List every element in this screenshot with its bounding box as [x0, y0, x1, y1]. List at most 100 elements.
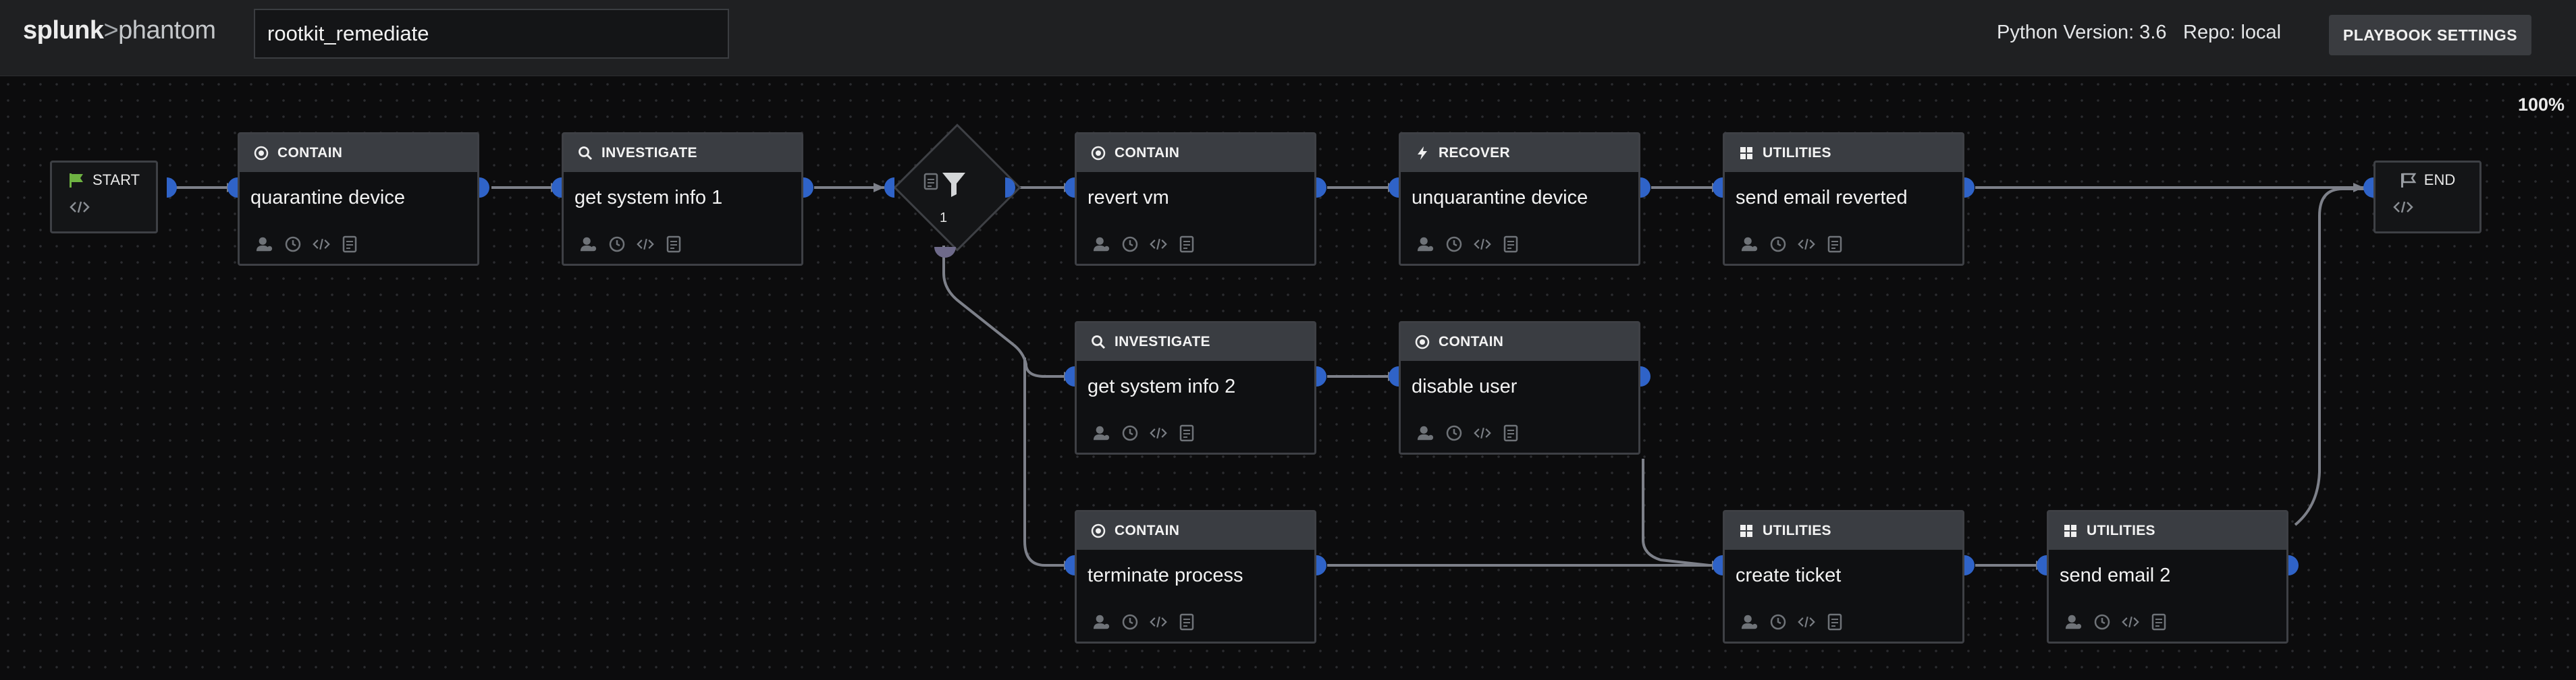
code-icon[interactable]	[1798, 235, 1815, 253]
end-input-port[interactable]	[2363, 177, 2373, 198]
output-port[interactable]	[1640, 177, 1651, 198]
code-icon[interactable]	[1474, 235, 1491, 253]
user-icon[interactable]	[1093, 235, 1110, 253]
user-icon[interactable]	[1417, 235, 1434, 253]
block-title: create ticket	[1736, 565, 1842, 586]
block-toolbar	[1741, 613, 1844, 631]
user-icon[interactable]	[580, 235, 597, 253]
clock-icon[interactable]	[1445, 235, 1463, 253]
start-block[interactable]: START	[50, 161, 158, 233]
document-icon[interactable]	[2150, 613, 2168, 631]
user-icon[interactable]	[2065, 613, 2083, 631]
block-category: UTILITIES	[2087, 523, 2155, 538]
code-icon[interactable]	[2393, 201, 2413, 217]
clock-icon[interactable]	[1121, 424, 1139, 442]
document-icon[interactable]	[665, 235, 682, 253]
block-header: UTILITIES	[1725, 134, 1962, 172]
input-port[interactable]	[1713, 177, 1723, 198]
block-category: INVESTIGATE	[601, 145, 697, 161]
code-icon[interactable]	[1150, 235, 1167, 253]
user-icon[interactable]	[1417, 424, 1434, 442]
input-port[interactable]	[1065, 366, 1075, 387]
clock-icon[interactable]	[1769, 235, 1787, 253]
user-icon[interactable]	[1093, 613, 1110, 631]
input-port[interactable]	[2037, 555, 2047, 575]
user-icon[interactable]	[1741, 235, 1759, 253]
clock-icon[interactable]	[1769, 613, 1787, 631]
clock-icon[interactable]	[1121, 235, 1139, 253]
output-port[interactable]	[1316, 177, 1326, 198]
block-category: CONTAIN	[1115, 145, 1180, 161]
code-icon[interactable]	[313, 235, 330, 253]
document-icon[interactable]	[1502, 235, 1520, 253]
document-icon[interactable]	[1502, 424, 1520, 442]
clock-icon[interactable]	[2093, 613, 2111, 631]
output-port[interactable]	[1640, 366, 1651, 387]
input-port[interactable]	[1713, 555, 1723, 575]
document-icon[interactable]	[1178, 613, 1196, 631]
splunk-phantom-logo[interactable]: splunk>phantom	[23, 16, 216, 45]
contain-icon	[253, 145, 269, 161]
search-icon	[577, 145, 593, 161]
filter-input-port[interactable]	[884, 177, 894, 198]
input-port[interactable]	[227, 177, 238, 198]
filter-bottom-output-port[interactable]	[934, 247, 956, 258]
code-icon[interactable]	[1150, 424, 1167, 442]
playbook-name-input[interactable]	[254, 9, 729, 59]
input-port[interactable]	[552, 177, 562, 198]
document-icon[interactable]	[1826, 235, 1844, 253]
end-block[interactable]: END	[2373, 161, 2481, 233]
output-port[interactable]	[803, 177, 813, 198]
start-output-port[interactable]	[167, 177, 177, 198]
grid-icon	[2062, 523, 2078, 539]
code-icon[interactable]	[70, 201, 90, 217]
logo-separator: >	[103, 16, 119, 45]
block-category: UTILITIES	[1763, 523, 1831, 538]
clock-icon[interactable]	[1121, 613, 1139, 631]
output-port[interactable]	[1316, 366, 1326, 387]
playbook-settings-button[interactable]: PLAYBOOK SETTINGS	[2329, 15, 2531, 55]
flag-outline-icon	[2400, 172, 2417, 188]
user-icon[interactable]	[1741, 613, 1759, 631]
filter-output-port[interactable]	[1005, 177, 1015, 198]
input-port[interactable]	[1065, 555, 1075, 575]
wire-email2-end	[2294, 188, 2364, 526]
code-icon[interactable]	[637, 235, 654, 253]
block-category: CONTAIN	[1439, 334, 1504, 349]
document-icon[interactable]	[1178, 235, 1196, 253]
document-icon[interactable]	[341, 235, 358, 253]
document-icon[interactable]	[1826, 613, 1844, 631]
code-icon[interactable]	[1474, 424, 1491, 442]
clock-icon[interactable]	[608, 235, 626, 253]
block-toolbar	[580, 235, 682, 253]
output-port[interactable]	[1964, 177, 1975, 198]
code-icon[interactable]	[1150, 613, 1167, 631]
input-port[interactable]	[1065, 177, 1075, 198]
block-title: revert vm	[1088, 187, 1169, 208]
clock-icon[interactable]	[1445, 424, 1463, 442]
output-port[interactable]	[2288, 555, 2299, 575]
output-port[interactable]	[479, 177, 489, 198]
output-port[interactable]	[1964, 555, 1975, 575]
document-icon[interactable]	[1178, 424, 1196, 442]
code-icon[interactable]	[2122, 613, 2139, 631]
action-block-revert[interactable]: CONTAIN revert vm	[1075, 132, 1316, 266]
clock-icon[interactable]	[284, 235, 302, 253]
code-icon[interactable]	[1798, 613, 1815, 631]
output-port[interactable]	[1316, 555, 1326, 575]
action-block-ticket[interactable]: UTILITIES create ticket	[1723, 510, 1964, 644]
search-icon	[1090, 334, 1106, 350]
arrow-icon	[2353, 183, 2364, 192]
user-icon[interactable]	[1093, 424, 1110, 442]
input-port[interactable]	[1389, 177, 1399, 198]
user-icon[interactable]	[256, 235, 273, 253]
input-port[interactable]	[1389, 366, 1399, 387]
